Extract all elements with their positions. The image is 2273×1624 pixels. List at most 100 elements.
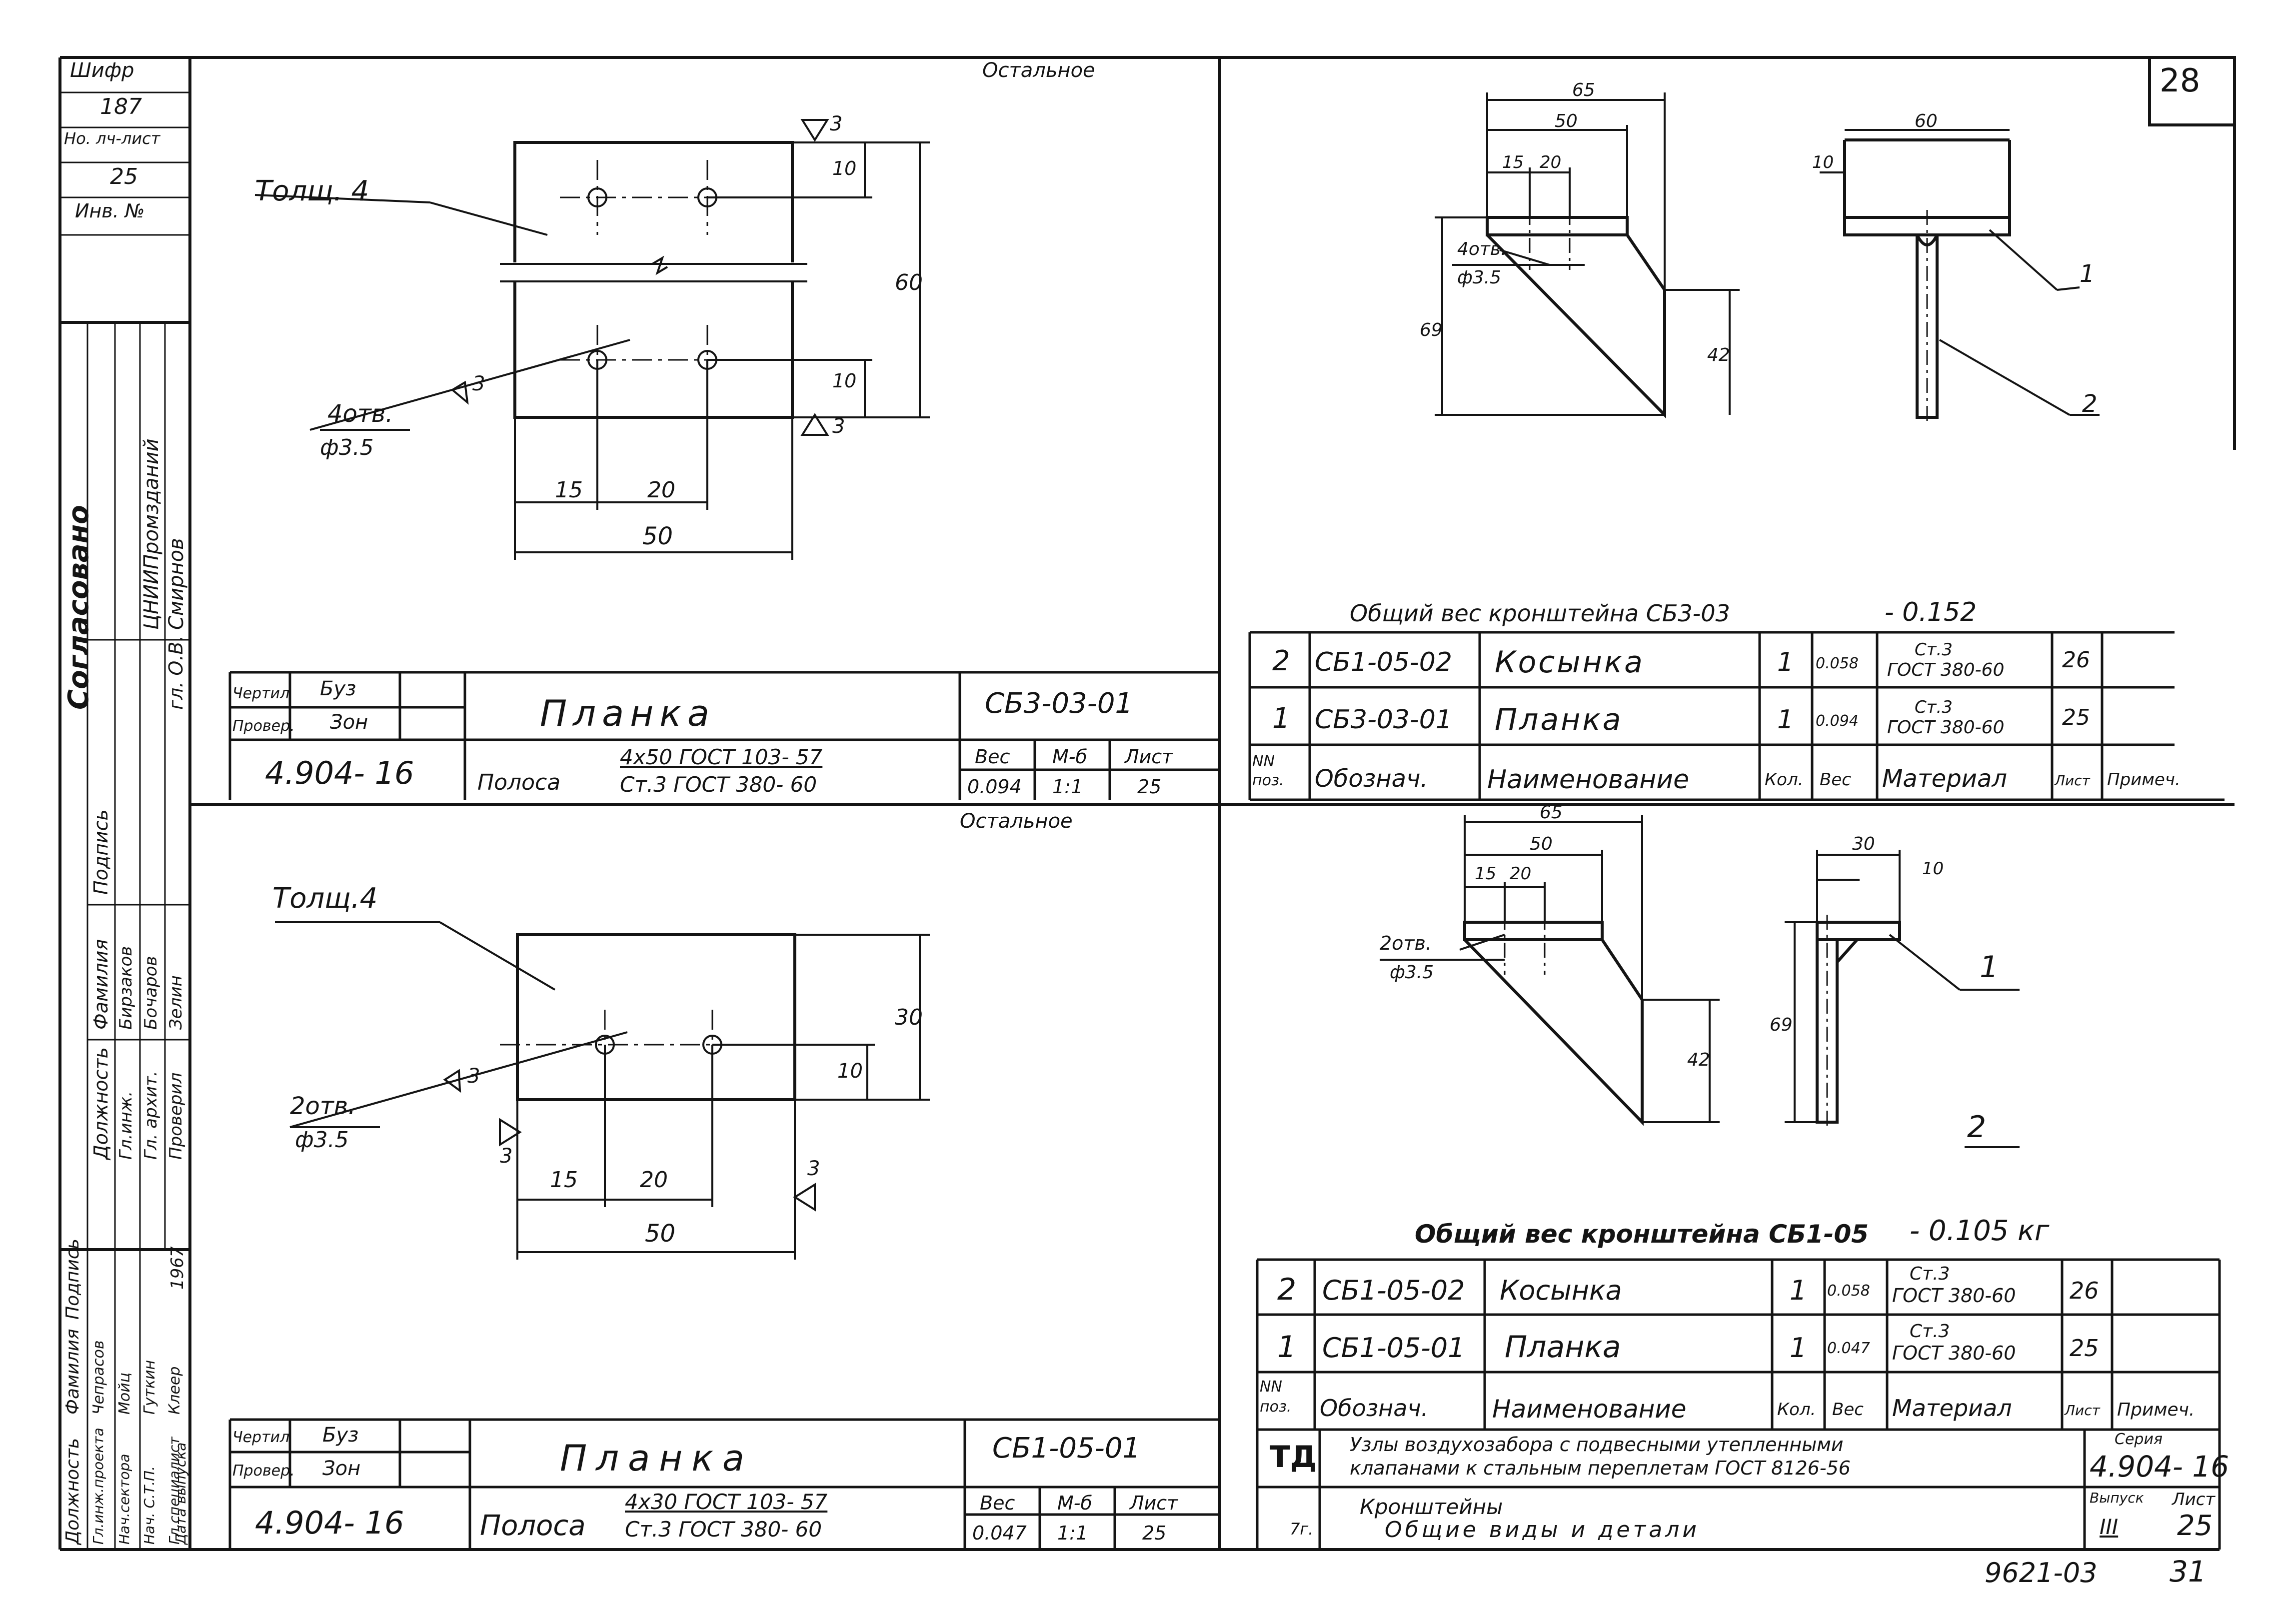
dim-15-tr: 15: [1502, 152, 1524, 172]
spec-tr-r2-code: СБ3-03-01: [1315, 705, 1452, 735]
dim-15-bottom: 15: [550, 1167, 578, 1193]
spec-br-h-sheet: Лист: [2065, 1402, 2100, 1419]
spec-tr-h-qty: Кол.: [1765, 770, 1804, 790]
spec-tr-r2-weight: 0.094: [1816, 712, 1859, 730]
drawn-label-bottom: Чертил: [232, 1429, 290, 1446]
stamp-cipher-label: Шифр: [70, 59, 134, 82]
series-top: 4.904- 16: [265, 755, 414, 791]
spec-br-r1-qty: 1: [1790, 1275, 1807, 1306]
stamp-year-tag: 7г.: [1290, 1520, 1314, 1539]
spec-tr-h-weight: Вес: [1820, 770, 1851, 790]
sheet-top: 25: [1137, 776, 1162, 798]
stamp-sheet-value: 25: [110, 164, 138, 189]
sheet-label-top: Лист: [1125, 746, 1173, 768]
dim-20-top: 20: [647, 477, 675, 503]
spec-br-r2-qty: 1: [1790, 1332, 1807, 1364]
spec-tr-r1-mat1: Ст.3: [1915, 640, 1953, 660]
spec-tr-h-note: Примеч.: [2107, 770, 2181, 790]
spec-tr-r1-sheet: 26: [2062, 647, 2090, 673]
spec-tr-r1-code: СБ1-05-02: [1315, 647, 1452, 677]
spec-br-r1-weight: 0.058: [1827, 1282, 1870, 1300]
dim-20-br: 20: [1510, 864, 1532, 884]
part-code-top: СБ3-03-01: [985, 687, 1133, 720]
spec-tr-r1-qty: 1: [1777, 647, 1794, 677]
spec-br-h-weight: Вес: [1832, 1400, 1864, 1420]
spec-br-h-qty: Кол.: [1777, 1400, 1816, 1420]
drawn-label-top: Чертил: [232, 685, 290, 702]
stamp-series: 4.904- 16: [2090, 1450, 2230, 1484]
scale-bottom: 1:1: [1057, 1522, 1088, 1544]
spec-tr-h-mat: Материал: [1882, 765, 2008, 793]
stamp-title-line1: Узлы воздухозабора с подвесными утепленн…: [1350, 1434, 1844, 1456]
stamp-td: ТД: [1270, 1440, 1317, 1475]
total-weight-label-tr: Общий вес кронштейна СБ3-03: [1350, 600, 1730, 627]
material-top-line1: 4x50 ГОСТ 103- 57: [620, 745, 823, 769]
dim-30-bottom: 30: [895, 1005, 923, 1030]
holes-label-bottom: 2отв.: [290, 1092, 356, 1120]
spec-tr-r2-sheet: 25: [2062, 705, 2090, 730]
dim-69-br: 69: [1770, 1015, 1793, 1035]
callout-1-br: 1: [1980, 950, 1999, 985]
spec-tr-h-sheet: Лист: [2055, 772, 2090, 789]
roughness-bottom-1: 3: [467, 1065, 480, 1088]
dim-50-tr: 50: [1555, 111, 1578, 131]
dim-10-bottom: 10: [837, 1060, 863, 1083]
part-name-bottom: Планка: [560, 1437, 753, 1479]
spec-tr-h-name: Наименование: [1487, 765, 1690, 795]
dim-65-tr: 65: [1572, 80, 1595, 100]
spec-br-h-pos: NN поз.: [1260, 1378, 1292, 1416]
holes-label-tr: 4отв.: [1457, 239, 1507, 259]
roughness-bottom-3: 3: [807, 1157, 820, 1180]
dim-15-br: 15: [1475, 864, 1497, 884]
material-bottom-line1: 4x30 ГОСТ 103- 57: [625, 1490, 828, 1514]
spec-br-r1-mat2: ГОСТ 380-60: [1892, 1285, 2016, 1307]
drawn-sign-top: Буз: [320, 677, 356, 700]
stamp-issue: III: [2100, 1515, 2119, 1539]
spec-tr-h-code: Обознач.: [1315, 765, 1428, 793]
checked-label-top: Провер.: [232, 717, 295, 735]
stamp-sheet-main: 25: [2177, 1510, 2213, 1542]
spec-br-r1-pos: 2: [1277, 1272, 1297, 1307]
dim-42-br: 42: [1687, 1050, 1710, 1070]
stamp-title-line2: клапанами к стальным переплетам ГОСТ 812…: [1350, 1457, 1851, 1479]
stamp-subtitle-line1: Кронштейны: [1360, 1495, 1503, 1519]
thickness-label-top: Толщ. 4: [255, 175, 369, 207]
spec-tr-r2-qty: 1: [1777, 705, 1794, 735]
spec-tr-r1-name: Косынка: [1495, 645, 1645, 680]
scale-label-top: М-б: [1052, 746, 1087, 768]
spec-tr-r2-pos: 1: [1272, 702, 1290, 735]
dim-69-tr: 69: [1420, 320, 1443, 340]
part-code-bottom: СБ1-05-01: [992, 1432, 1141, 1465]
drawn-sign-bottom: Буз: [322, 1424, 359, 1447]
scale-label-bottom: М-б: [1057, 1492, 1092, 1514]
spec-br-r2-weight: 0.047: [1827, 1340, 1870, 1357]
dim-50-top: 50: [642, 522, 673, 550]
series-bottom: 4.904- 16: [255, 1505, 404, 1541]
dim-10-br: 10: [1922, 859, 1944, 879]
callout-2-tr: 2: [2082, 390, 2098, 418]
spec-br-h-note: Примеч.: [2117, 1400, 2195, 1420]
scale-top: 1:1: [1052, 776, 1083, 798]
stamp-issue-label: Выпуск: [2090, 1490, 2144, 1506]
dim-20-bottom: 20: [640, 1167, 668, 1193]
spec-tr-r2-mat1: Ст.3: [1915, 697, 1953, 717]
dim-10a-top: 10: [832, 157, 857, 179]
weight-top: 0.094: [967, 776, 1022, 798]
checked-sign-bottom: Зон: [322, 1457, 361, 1480]
spec-br-h-code: Обознач.: [1320, 1395, 1429, 1422]
spec-br-r2-pos: 1: [1277, 1330, 1297, 1365]
spec-tr-r1-pos: 2: [1272, 645, 1290, 677]
surface-note-top: Остальное: [982, 59, 1095, 82]
total-weight-label-br: Общий вес кронштейна СБ1-05: [1415, 1220, 1869, 1249]
spec-tr-r2-mat2: ГОСТ 380-60: [1887, 717, 2005, 738]
footer-code: 9621-03: [1985, 1557, 2098, 1589]
holes-dia-top: ф3.5: [320, 435, 374, 460]
stamp-subtitle-line2: Общие виды и детали: [1385, 1517, 1700, 1543]
spec-br-r1-name: Косынка: [1500, 1275, 1622, 1306]
